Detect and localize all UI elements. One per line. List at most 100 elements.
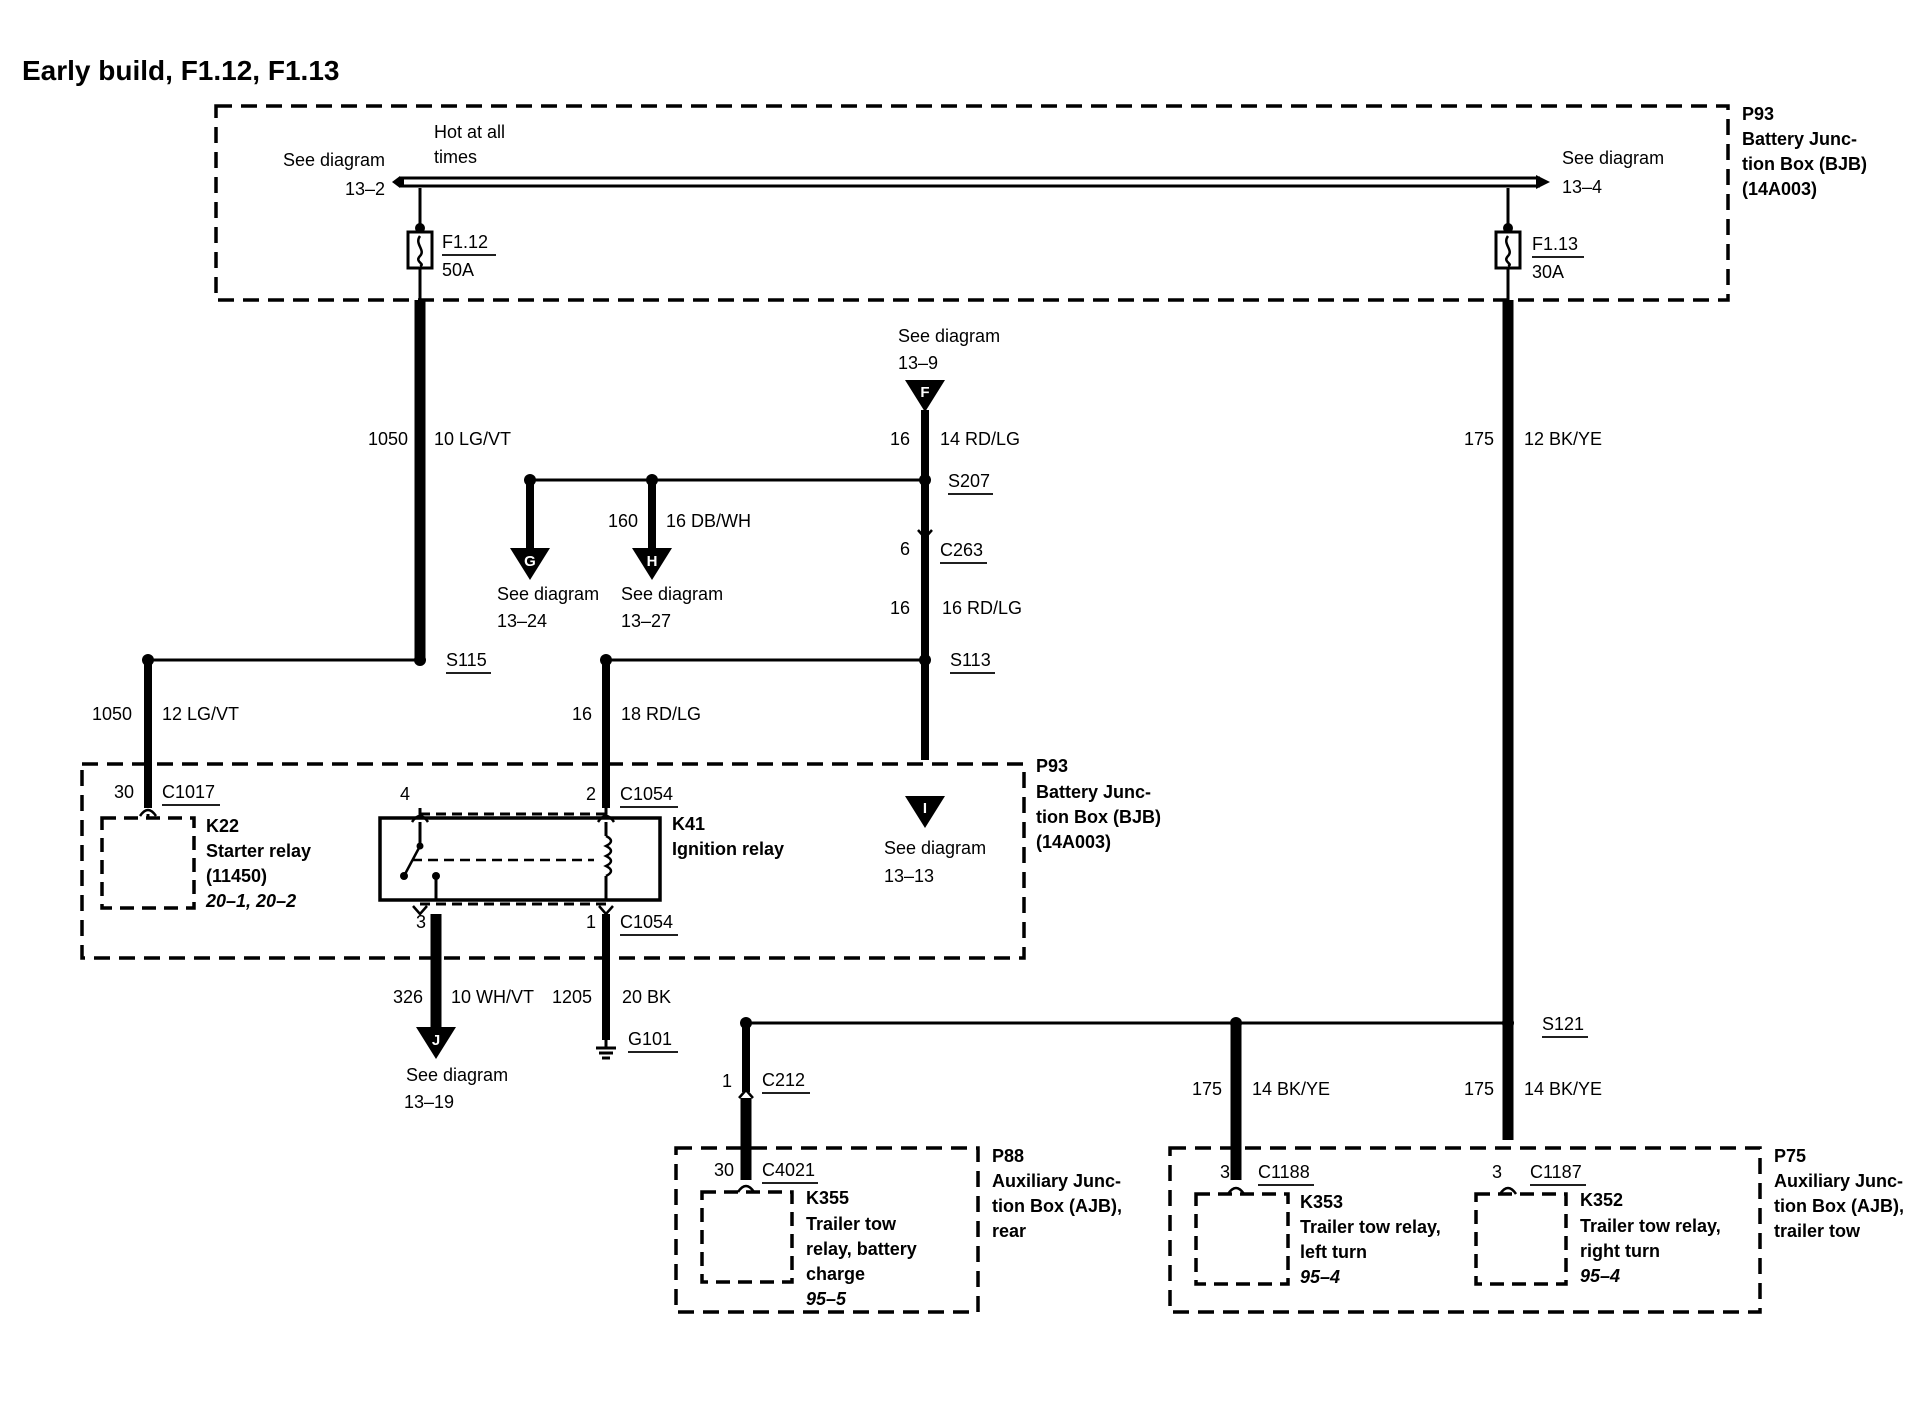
- svg-text:P93: P93: [1036, 756, 1068, 776]
- svg-text:left turn: left turn: [1300, 1242, 1367, 1262]
- k353-trailer-tow-relay-left: [1194, 1192, 1290, 1286]
- wire-326-label: 326 10 WH/VT: [393, 987, 534, 1007]
- svg-text:12 BK/YE: 12 BK/YE: [1524, 429, 1602, 449]
- svg-text:2: 2: [586, 784, 596, 804]
- svg-text:1: 1: [722, 1071, 732, 1091]
- svg-text:See diagram: See diagram: [621, 584, 723, 604]
- hot-label: Hot at all times: [434, 122, 505, 167]
- svg-text:14 RD/LG: 14 RD/LG: [940, 429, 1020, 449]
- splice-dot: [919, 654, 931, 666]
- svg-text:4: 4: [400, 784, 410, 804]
- arrow-f-icon: F: [905, 380, 945, 412]
- svg-text:13–4: 13–4: [1562, 177, 1602, 197]
- wire-1205-label: 1205 20 BK: [552, 987, 671, 1007]
- svg-text:326: 326: [393, 987, 423, 1007]
- splice-s115: S115: [446, 650, 491, 674]
- connector-c1187: 3 C1187: [1492, 1162, 1586, 1195]
- bjb-mid-label: P93 Battery Junc- tion Box (BJB) (14A003…: [1036, 756, 1161, 852]
- splice-s207: S207: [948, 471, 993, 495]
- bjb-mid-box: [80, 762, 1026, 960]
- svg-text:S115: S115: [446, 650, 487, 670]
- svg-text:1: 1: [586, 912, 596, 932]
- svg-text:1205: 1205: [552, 987, 592, 1007]
- svg-text:20–1, 20–2: 20–1, 20–2: [205, 891, 296, 911]
- svg-text:175: 175: [1464, 429, 1494, 449]
- svg-text:16: 16: [890, 598, 910, 618]
- splice-s113: S113: [950, 650, 995, 674]
- connector-c263: 6 C263: [900, 529, 987, 564]
- svg-text:C1054: C1054: [620, 912, 673, 932]
- svg-text:(11450): (11450): [206, 866, 267, 886]
- svg-text:K352: K352: [1580, 1190, 1623, 1210]
- svg-text:3: 3: [416, 912, 426, 932]
- diagram-title: Early build, F1.12, F1.13: [22, 55, 339, 86]
- svg-text:times: times: [434, 147, 477, 167]
- svg-text:C1187: C1187: [1530, 1162, 1582, 1182]
- svg-text:13–27: 13–27: [621, 611, 671, 631]
- svg-text:Trailer tow: Trailer tow: [806, 1214, 897, 1234]
- wire-16c-label: 16 16 RD/LG: [890, 598, 1022, 618]
- wire-160-label: 160 16 DB/WH: [608, 511, 751, 531]
- svg-text:C212: C212: [762, 1070, 805, 1090]
- svg-text:50A: 50A: [442, 260, 474, 280]
- hot-bus-bar: [392, 175, 1550, 189]
- svg-text:K353: K353: [1300, 1192, 1343, 1212]
- svg-text:See diagram: See diagram: [898, 326, 1000, 346]
- svg-text:S113: S113: [950, 650, 991, 670]
- ground-g101: G101: [628, 1029, 678, 1053]
- fuse-f1-13: F1.13 30A: [1494, 188, 1584, 300]
- ajb-rear-label: P88 Auxiliary Junc- tion Box (AJB), rear: [992, 1146, 1122, 1241]
- splice-dot: [1502, 1017, 1514, 1029]
- svg-text:F1.12: F1.12: [442, 232, 488, 252]
- svg-text:95–5: 95–5: [806, 1289, 847, 1309]
- svg-text:20 BK: 20 BK: [622, 987, 671, 1007]
- svg-text:charge: charge: [806, 1264, 865, 1284]
- wire-16r-label: 16 18 RD/LG: [572, 704, 701, 724]
- svg-text:S207: S207: [948, 471, 990, 491]
- ref-13-24: See diagram 13–24: [497, 584, 599, 631]
- svg-text:95–4: 95–4: [1580, 1266, 1620, 1286]
- splice-dot: [414, 654, 426, 666]
- svg-text:Auxiliary Junc-: Auxiliary Junc-: [1774, 1171, 1903, 1191]
- svg-text:tion Box (AJB),: tion Box (AJB),: [992, 1196, 1122, 1216]
- svg-text:Battery Junc-: Battery Junc-: [1036, 782, 1151, 802]
- svg-text:C263: C263: [940, 540, 983, 560]
- svg-text:13–24: 13–24: [497, 611, 547, 631]
- svg-text:S121: S121: [1542, 1014, 1584, 1034]
- svg-text:Trailer tow relay,: Trailer tow relay,: [1580, 1216, 1721, 1236]
- svg-text:95–4: 95–4: [1300, 1267, 1340, 1287]
- svg-text:1050: 1050: [368, 429, 408, 449]
- svg-text:Trailer tow relay,: Trailer tow relay,: [1300, 1217, 1441, 1237]
- svg-text:J: J: [432, 1032, 440, 1049]
- svg-text:16 RD/LG: 16 RD/LG: [942, 598, 1022, 618]
- svg-text:See diagram: See diagram: [283, 150, 385, 170]
- svg-text:F1.13: F1.13: [1532, 234, 1578, 254]
- svg-text:relay, battery: relay, battery: [806, 1239, 917, 1259]
- svg-text:trailer tow: trailer tow: [1774, 1221, 1861, 1241]
- svg-text:Starter relay: Starter relay: [206, 841, 311, 861]
- svg-text:30: 30: [714, 1160, 734, 1180]
- svg-text:See diagram: See diagram: [884, 838, 986, 858]
- connector-c212: 1 C212: [722, 1070, 810, 1099]
- svg-text:K41: K41: [672, 814, 705, 834]
- svg-text:175: 175: [1464, 1079, 1494, 1099]
- connector-c4021: 30 C4021: [714, 1160, 818, 1193]
- svg-text:rear: rear: [992, 1221, 1026, 1241]
- svg-text:3: 3: [1220, 1162, 1230, 1182]
- svg-text:P88: P88: [992, 1146, 1024, 1166]
- ajb-tow-label: P75 Auxiliary Junc- tion Box (AJB), trai…: [1774, 1146, 1904, 1241]
- svg-text:6: 6: [900, 539, 910, 559]
- connector-c1054-bottom: 3 1 C1054: [416, 912, 678, 936]
- connector-c1017: 30 C1017: [114, 782, 220, 817]
- svg-text:C4021: C4021: [762, 1160, 815, 1180]
- svg-text:(14A003): (14A003): [1036, 832, 1111, 852]
- svg-text:14 BK/YE: 14 BK/YE: [1524, 1079, 1602, 1099]
- ref-13-9: See diagram 13–9: [898, 326, 1000, 373]
- svg-text:10 LG/VT: 10 LG/VT: [434, 429, 511, 449]
- svg-text:K355: K355: [806, 1188, 849, 1208]
- ajb-rear-box: [674, 1146, 980, 1314]
- k355-trailer-tow-relay: [700, 1190, 794, 1284]
- connector-c1188: 3 C1188: [1220, 1162, 1314, 1195]
- bjb-top-box: [214, 104, 1730, 302]
